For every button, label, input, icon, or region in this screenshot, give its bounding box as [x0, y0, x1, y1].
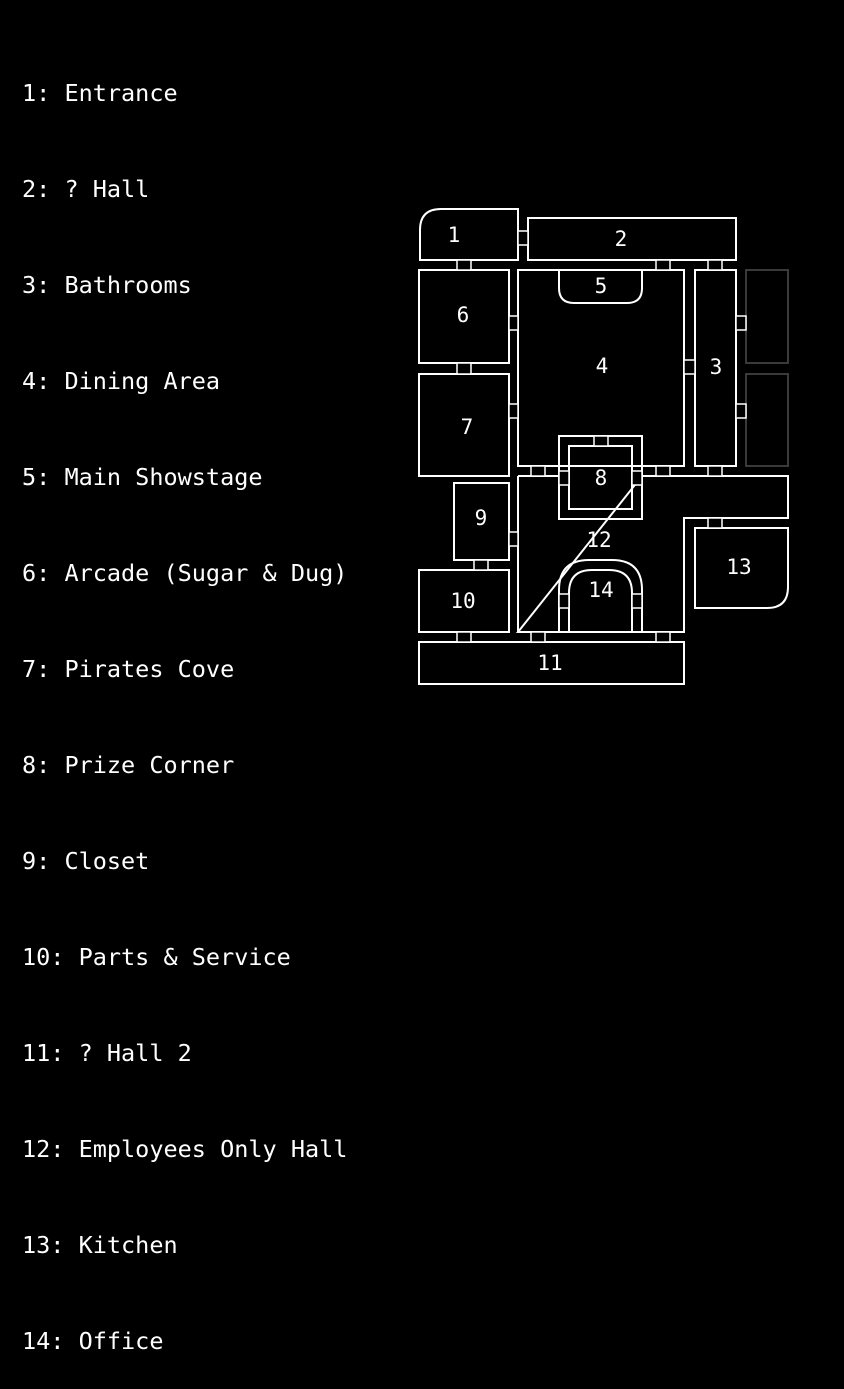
door-4-8[interactable] — [593, 435, 609, 447]
room-label-7: 7 — [461, 415, 474, 439]
room-label-13: 13 — [726, 555, 751, 579]
door-12-13[interactable] — [707, 517, 723, 529]
door-6-4[interactable] — [508, 315, 519, 331]
legend-item-parts-service: 10: Parts & Service — [22, 943, 291, 971]
legend-item-hall-2: 11: ? Hall 2 — [22, 1039, 192, 1067]
door-1-6[interactable] — [456, 259, 472, 271]
door-3-unused-top — [735, 315, 747, 331]
legend-item-pirates-cove: 7: Pirates Cove — [22, 655, 235, 683]
unused-room-bottom — [745, 373, 789, 467]
doors — [456, 230, 747, 643]
door-8-12-left[interactable] — [558, 470, 570, 486]
room-label-1: 1 — [448, 223, 461, 247]
legend-item-employees-only-hall: 12: Employees Only Hall — [22, 1135, 348, 1163]
room-11-hall-2[interactable] — [418, 641, 685, 685]
room-label-14: 14 — [588, 578, 613, 602]
door-2-3[interactable] — [707, 259, 723, 271]
door-1-2[interactable] — [517, 230, 529, 246]
legend-item-dining-area: 4: Dining Area — [22, 367, 221, 395]
room-13-kitchen[interactable] — [694, 527, 789, 609]
room-2-hall[interactable] — [527, 217, 737, 261]
room-14-office-outer[interactable] — [558, 559, 643, 632]
room-5-main-showstage[interactable] — [558, 270, 643, 304]
legend-item-hall: 2: ? Hall — [22, 175, 150, 203]
door-3-unused-bottom — [735, 403, 747, 419]
room-label-11: 11 — [537, 651, 562, 675]
door-12-11-left[interactable] — [530, 631, 546, 643]
legend-item-office: 14: Office — [22, 1327, 164, 1355]
door-4-3[interactable] — [683, 359, 696, 375]
door-14-12-left[interactable] — [558, 593, 570, 609]
unused-room-top — [745, 269, 789, 364]
room-label-9: 9 — [475, 506, 488, 530]
room-label-6: 6 — [457, 303, 470, 327]
room-14-office-inner — [568, 569, 633, 632]
door-9-10[interactable] — [473, 559, 489, 571]
legend-item-entrance: 1: Entrance — [22, 79, 178, 107]
door-14-12-right[interactable] — [631, 593, 643, 609]
door-6-7[interactable] — [456, 362, 472, 375]
legend-item-prize-corner: 8: Prize Corner — [22, 751, 235, 779]
room-label-10: 10 — [450, 589, 475, 613]
room-label-4: 4 — [596, 354, 609, 378]
door-7-4[interactable] — [508, 403, 519, 419]
room-1-entrance[interactable] — [419, 208, 519, 261]
door-10-11[interactable] — [456, 631, 472, 643]
door-8-12-right[interactable] — [631, 470, 643, 486]
room-label-2: 2 — [615, 227, 628, 251]
door-4-12-right[interactable] — [655, 465, 671, 477]
room-label-12: 12 — [586, 528, 611, 552]
door-12-11-right[interactable] — [655, 631, 671, 643]
legend-item-kitchen: 13: Kitchen — [22, 1231, 178, 1259]
door-2-4[interactable] — [655, 259, 671, 271]
legend-item-closet: 9: Closet — [22, 847, 150, 875]
legend-item-bathrooms: 3: Bathrooms — [22, 271, 192, 299]
floor-map: 1 2 5 6 4 3 7 8 9 12 13 14 10 11 — [418, 208, 789, 685]
room-label-8: 8 — [595, 466, 608, 490]
legend-item-arcade: 6: Arcade (Sugar & Dug) — [22, 559, 348, 587]
room-label-5: 5 — [595, 274, 608, 298]
door-4-12-left[interactable] — [530, 465, 546, 477]
door-3-12[interactable] — [707, 465, 723, 477]
door-9-12[interactable] — [508, 531, 519, 547]
legend-item-main-showstage: 5: Main Showstage — [22, 463, 263, 491]
room-label-3: 3 — [710, 355, 723, 379]
